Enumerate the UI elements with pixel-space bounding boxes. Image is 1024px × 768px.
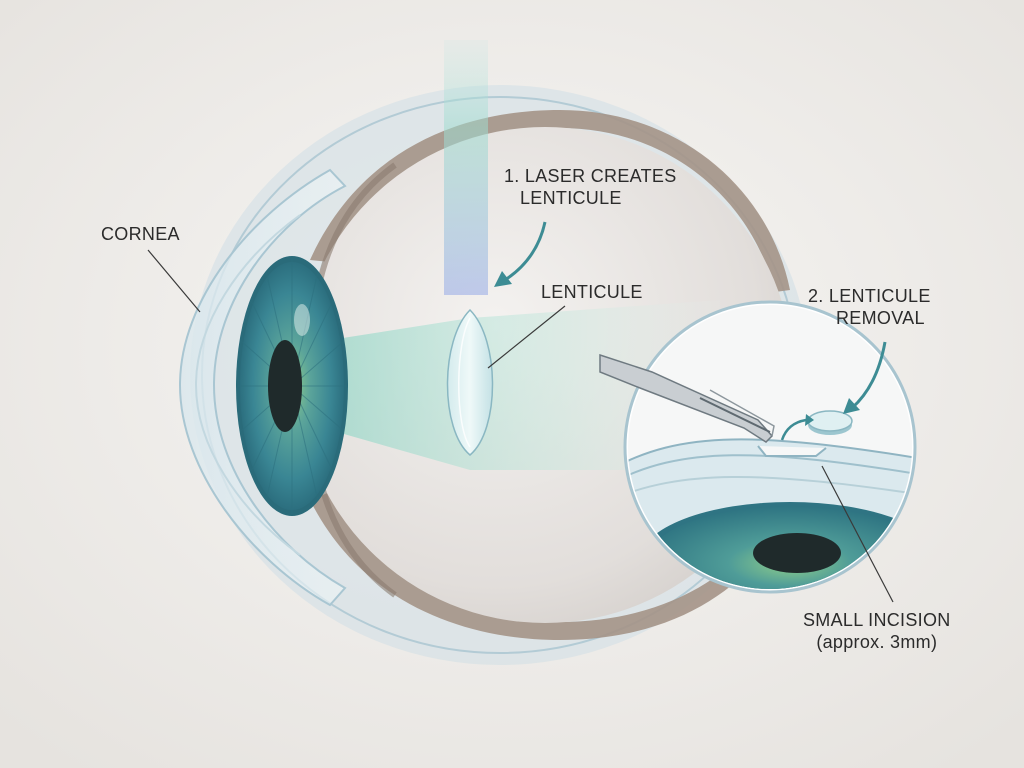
laser-step-label: 1. LASER CREATES LENTICULE <box>504 165 677 209</box>
removal-step-line-1: 2. LENTICULE <box>808 286 931 306</box>
forceps-icon <box>599 353 775 443</box>
removal-step-line-2: REMOVAL <box>836 308 925 328</box>
lenticule-shape <box>446 308 494 456</box>
iris <box>236 256 348 516</box>
cornea <box>178 168 347 607</box>
lift-arrow-icon <box>780 418 807 441</box>
magnified-inset <box>599 300 917 594</box>
removal-step-label: 2. LENTICULE REMOVAL <box>808 285 931 329</box>
light-path <box>330 300 720 470</box>
laser-beam <box>444 40 488 295</box>
incision-leader-line <box>821 465 894 603</box>
lenticule-label: LENTICULE <box>541 282 643 302</box>
cornea-label: CORNEA <box>101 224 180 244</box>
laser-step-line-2: LENTICULE <box>520 188 622 208</box>
removal-arrow-icon <box>843 341 887 414</box>
cornea-leader-line <box>147 249 201 313</box>
inset-pupil <box>753 533 841 573</box>
pupil <box>268 340 302 432</box>
laser-step-line-1: 1. LASER CREATES <box>504 166 677 186</box>
removed-lenticule <box>807 410 853 435</box>
lenticule-leader-line <box>487 305 566 369</box>
incision-line-1: SMALL INCISION <box>803 610 951 630</box>
incision-label: SMALL INCISION (approx. 3mm) <box>803 609 951 653</box>
laser-arrow-icon <box>494 221 547 287</box>
incision-line-2: (approx. 3mm) <box>816 632 938 652</box>
